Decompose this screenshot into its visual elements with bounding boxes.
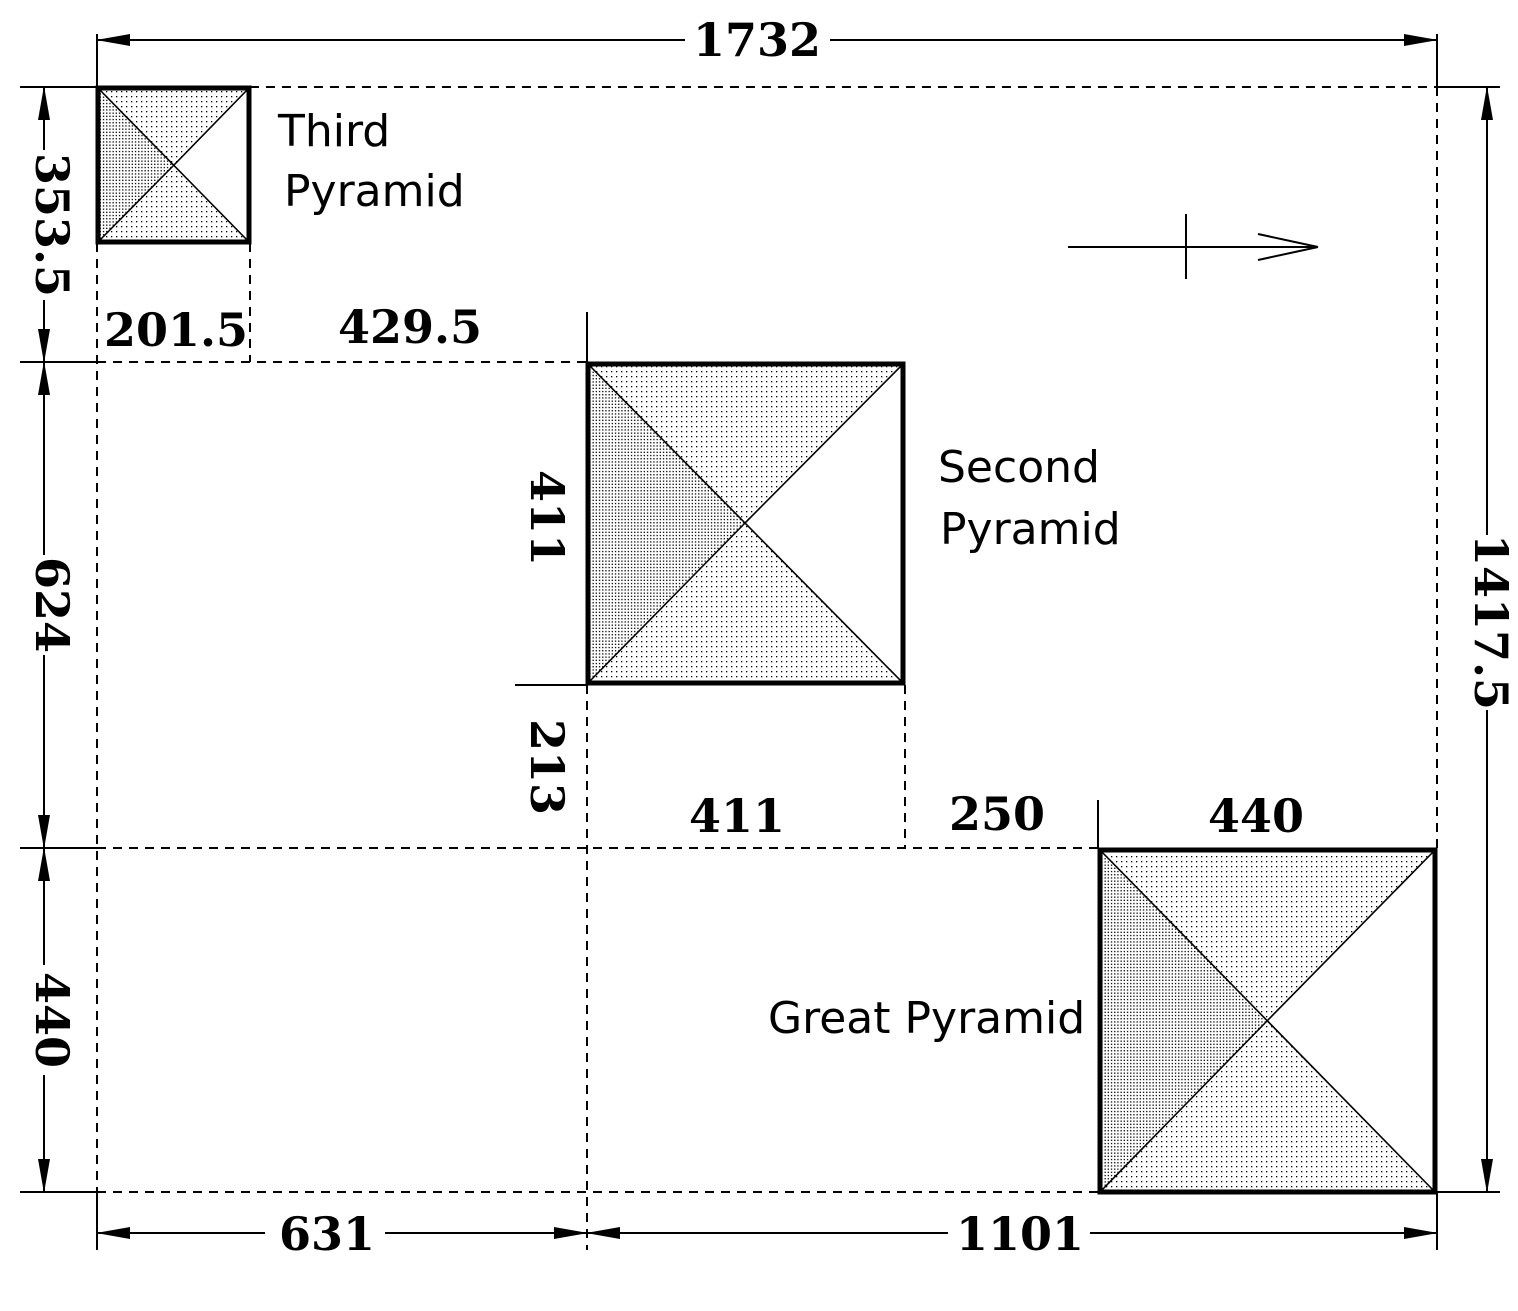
dim-bottom-right: 1101 bbox=[956, 1207, 1084, 1261]
label-third-line2: Pyramid bbox=[284, 166, 465, 217]
dim-second-side-left: 411 bbox=[520, 470, 574, 566]
label-great: Great Pyramid bbox=[768, 993, 1085, 1044]
second-pyramid bbox=[585, 361, 906, 686]
dim-second-offset-y: 624 bbox=[25, 557, 79, 653]
dim-gap-third-second: 429.5 bbox=[338, 300, 482, 354]
dim-gap-second-great-y: 213 bbox=[520, 719, 574, 815]
label-third-line1: Third bbox=[277, 106, 390, 157]
dimension-lines bbox=[38, 33, 1493, 1239]
alignment-lines bbox=[97, 243, 1098, 1250]
great-pyramid bbox=[1097, 847, 1438, 1195]
dim-third-offset-y: 353.5 bbox=[25, 153, 79, 297]
third-pyramid bbox=[95, 85, 252, 245]
dim-bottom-left: 631 bbox=[279, 1207, 375, 1261]
dim-gap-second-great-x: 250 bbox=[949, 787, 1045, 841]
site-boundary bbox=[96, 86, 1438, 1193]
dim-second-side-bottom: 411 bbox=[689, 789, 785, 843]
dim-overall-width: 1732 bbox=[693, 13, 821, 67]
dim-third-side: 201.5 bbox=[104, 303, 248, 357]
label-second-line2: Pyramid bbox=[940, 504, 1121, 555]
dim-overall-height: 1417.5 bbox=[1464, 534, 1518, 710]
label-second-line1: Second bbox=[938, 442, 1100, 493]
north-arrow-icon bbox=[1068, 214, 1319, 279]
dim-great-side-top: 440 bbox=[1208, 789, 1304, 843]
dim-great-side-left: 440 bbox=[25, 972, 79, 1068]
